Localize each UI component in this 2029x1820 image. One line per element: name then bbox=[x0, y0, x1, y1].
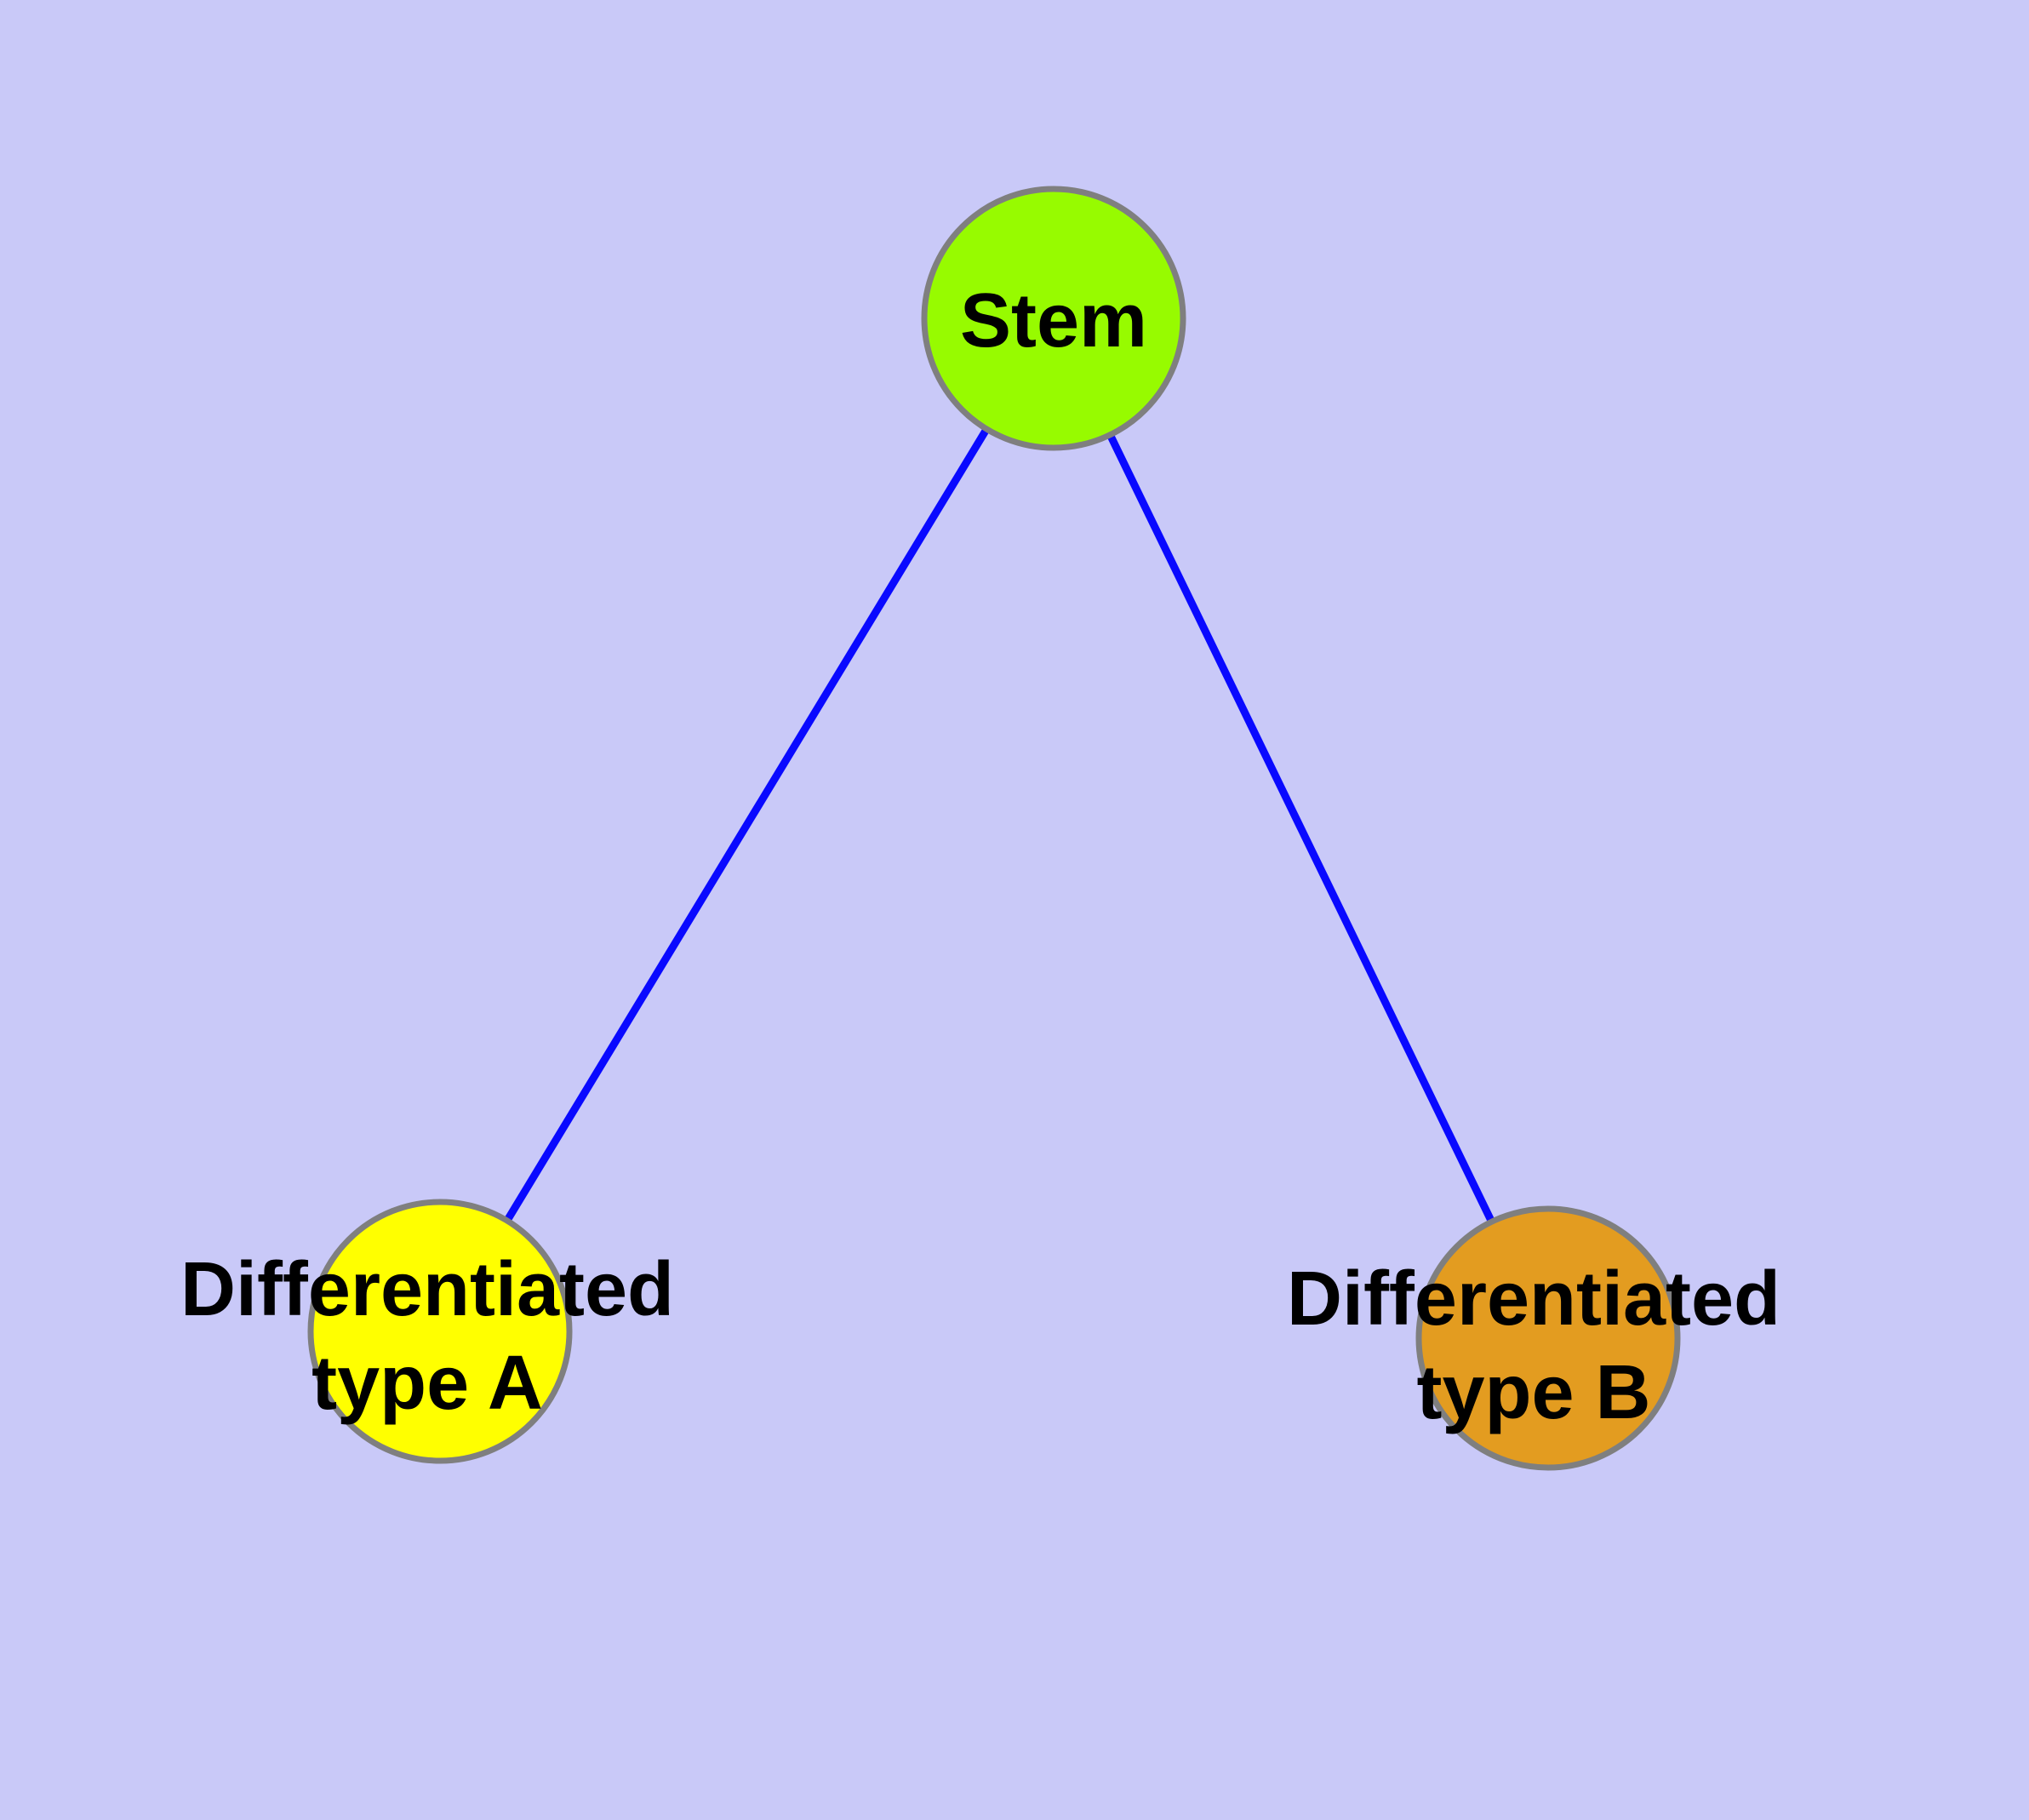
node-differentiated-type-a-circle[interactable] bbox=[307, 1199, 573, 1464]
node-stem-circle[interactable] bbox=[921, 186, 1186, 451]
edge-stem-to-type-b bbox=[1049, 317, 1552, 1340]
node-differentiated-type-a: Differentiated type A bbox=[180, 1199, 674, 1464]
node-differentiated-type-b-circle[interactable] bbox=[1415, 1205, 1681, 1471]
edges bbox=[437, 316, 1552, 1340]
node-stem: Stem bbox=[921, 186, 1186, 451]
node-differentiated-type-a-label-line1: Differentiated bbox=[180, 1247, 674, 1332]
node-stem-label: Stem bbox=[960, 278, 1147, 363]
edge-stem-to-type-a bbox=[437, 316, 1057, 1334]
node-differentiated-type-a-label-line2: type A bbox=[311, 1341, 543, 1426]
node-differentiated-type-b-label-line1: Differentiated bbox=[1287, 1256, 1780, 1342]
node-differentiated-type-b-label-line2: type B bbox=[1416, 1350, 1650, 1435]
node-differentiated-type-b: Differentiated type B bbox=[1287, 1205, 1780, 1471]
